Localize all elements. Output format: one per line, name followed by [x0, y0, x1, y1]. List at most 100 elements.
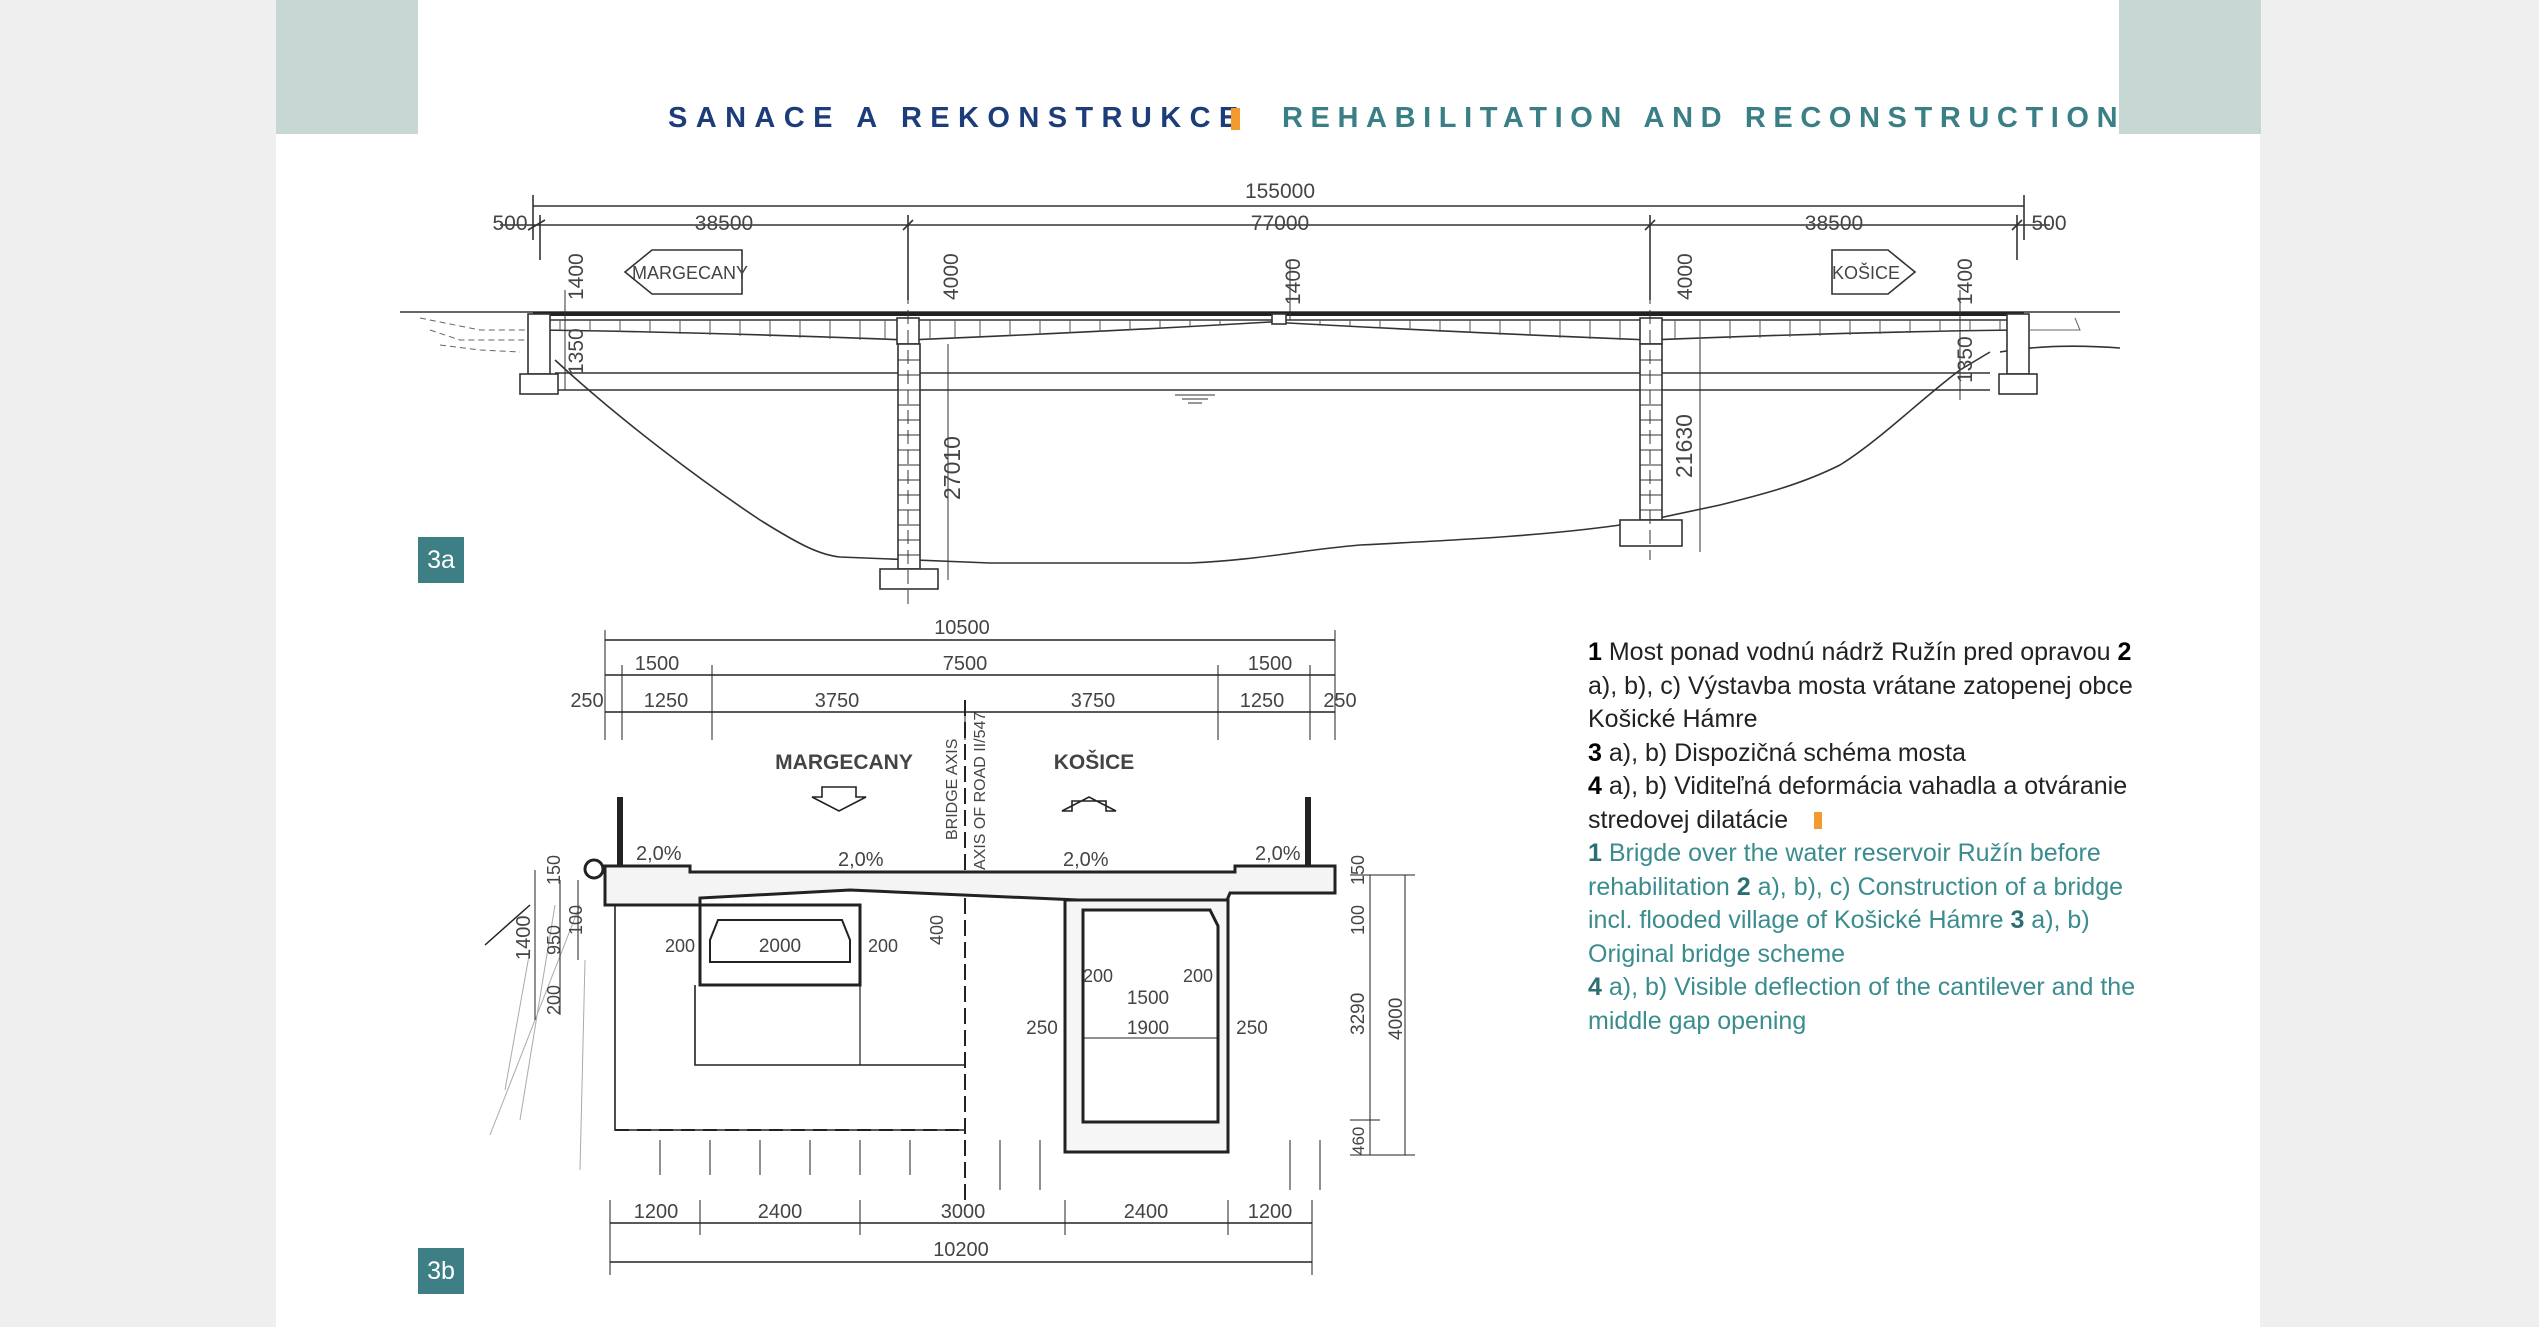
dim-pier-left-height: 27010 — [939, 436, 965, 500]
slope-1: 2,0% — [636, 843, 682, 865]
caption-en-text-1: Brigde over the water reservoir Ružín be… — [1588, 839, 2101, 901]
header-title-en: REHABILITATION AND RECONSTRUCTION — [1282, 102, 2126, 134]
dim-span-mid: 77000 — [1251, 212, 1309, 235]
caption-cz-text-3: a), b) Dispozičná schéma mosta — [1601, 738, 1966, 767]
figure-caption: 1 Most ponad vodnú nádrž Ružín pred opra… — [1588, 636, 2148, 1038]
dim-b-1250l: 1250 — [644, 690, 689, 712]
caption-cz: 1 Most ponad vodnú nádrž Ružín pred opra… — [1588, 636, 2148, 837]
dim-b-3290: 3290 — [1348, 993, 1369, 1035]
caption-separator — [1814, 811, 1823, 829]
dim-abut-left: 1400 — [565, 253, 588, 300]
dim-total: 155000 — [1245, 180, 1315, 203]
dim-b-150l: 150 — [544, 855, 564, 885]
slope-4: 2,0% — [1255, 843, 1301, 865]
dim-b-1500r: 1500 — [1248, 653, 1293, 675]
dim-b-4000: 4000 — [1386, 998, 1407, 1040]
dim-b-250l2: 250 — [1026, 1018, 1058, 1039]
dim-pier-left-top: 4000 — [940, 253, 963, 300]
slope-3: 2,0% — [1063, 849, 1109, 871]
dim-b-7500: 7500 — [943, 653, 988, 675]
caption-cz-num-1: 1 — [1588, 638, 1602, 666]
dim-pier-right-height: 21630 — [1671, 414, 1697, 478]
caption-en-text-4: a), b) Visible deflection of the cantile… — [1588, 973, 2136, 1035]
dim-b-200l: 200 — [544, 985, 564, 1015]
pier-right — [1639, 343, 1663, 521]
dim-b-1500l: 1500 — [635, 653, 680, 675]
dim-b-10200: 10200 — [933, 1239, 989, 1261]
dim-pier-right-top: 4000 — [1674, 253, 1697, 300]
dim-b-200c: 200 — [1083, 966, 1113, 986]
dim-b-1200l: 1200 — [634, 1201, 679, 1223]
arrow-kosice — [1831, 249, 1917, 295]
dim-span-left: 38500 — [695, 212, 753, 235]
caption-cz-num-2: 2 — [2117, 638, 2132, 666]
dim-b-250r2: 250 — [1236, 1018, 1268, 1039]
figure-badge-3b: 3b — [418, 1248, 464, 1294]
header-separator — [1231, 108, 1240, 130]
dim-b-200b: 200 — [868, 936, 898, 956]
dim-end-right: 500 — [2031, 212, 2066, 235]
label-bridge-axis: BRIDGE AXIS — [944, 739, 961, 840]
caption-cz-num-3: 3 — [1588, 738, 1602, 767]
dim-abut-left-lower: 1350 — [565, 328, 588, 375]
header-title-cz: SANACE A REKONSTRUKCE — [668, 102, 1247, 134]
caption-cz-text-4: a), b) Viditeľná deformácia vahadla a ot… — [1588, 772, 2128, 834]
dim-b-3000: 3000 — [941, 1201, 986, 1223]
dim-end-left: 500 — [492, 212, 527, 235]
dim-abut-right: 1400 — [1954, 258, 1977, 305]
dim-b-250l: 250 — [570, 690, 603, 712]
arrow-down-margecany — [811, 786, 867, 812]
caption-en-num-3: 3 — [2010, 906, 2025, 934]
dim-span-right: 38500 — [1805, 212, 1863, 235]
dim-b-150r: 150 — [1348, 855, 1368, 885]
figure-3b-cross-section — [484, 630, 1415, 1275]
dim-b-2400r: 2400 — [1124, 1201, 1169, 1223]
dim-b-460: 460 — [1349, 1127, 1368, 1155]
figure-3b-labels: 10500 1500 7500 1500 250 1250 3750 3750 … — [513, 617, 1407, 1261]
dim-b-1200r: 1200 — [1248, 1201, 1293, 1223]
caption-cz-text-1: Most ponad vodnú nádrž Ružín pred opravo… — [1601, 638, 2118, 666]
caption-en-num-1: 1 — [1588, 839, 1602, 867]
dim-b-3750l: 3750 — [815, 690, 860, 712]
dim-b-100r: 100 — [1348, 905, 1368, 935]
figure-3a-labels: 155000 500 38500 77000 38500 500 1400 13… — [492, 180, 2066, 500]
dim-b-950: 950 — [544, 925, 564, 955]
caption-cz-num-4: 4 — [1588, 772, 1602, 800]
label-road-axis: AXIS OF ROAD II/547 — [972, 712, 989, 870]
dim-b-1400: 1400 — [513, 916, 535, 961]
dim-b-250r: 250 — [1323, 690, 1356, 712]
deck-ribs — [559, 320, 2001, 340]
label-margecany: MARGECANY — [775, 751, 913, 774]
dim-b-1250r: 1250 — [1240, 690, 1285, 712]
dim-b-100l: 100 — [566, 905, 586, 935]
dim-b-1500: 1500 — [1127, 988, 1169, 1009]
dim-b-3750r: 3750 — [1071, 690, 1116, 712]
arrow-margecany — [623, 249, 743, 295]
dim-b-200d: 200 — [1183, 966, 1213, 986]
dim-b-2000: 2000 — [759, 936, 801, 957]
page-header: SANACE A REKONSTRUKCE REHABILITATION AND… — [0, 98, 2539, 138]
slope-2: 2,0% — [838, 849, 884, 871]
dim-abut-right-lower: 1350 — [1954, 336, 1977, 383]
corner-block-right — [2119, 0, 2261, 134]
corner-block-left — [276, 0, 418, 134]
arrow-up-kosice — [1061, 796, 1117, 812]
dim-b-1900: 1900 — [1127, 1018, 1169, 1039]
caption-en-text-2: a), b), c) Construction of a bridge incl… — [1588, 872, 2124, 935]
page — [276, 0, 2260, 1327]
caption-cz-text-2: a), b), c) Výstavba mosta vrátane zatope… — [1588, 671, 2133, 734]
caption-en-text-3: a), b) Original bridge scheme — [1588, 906, 2090, 968]
dim-midspan: 1400 — [1282, 258, 1305, 305]
dim-b-total: 10500 — [934, 617, 990, 639]
label-kosice: KOŠICE — [1054, 750, 1135, 774]
caption-en-num-2: 2 — [1736, 872, 1751, 901]
dim-b-200a: 200 — [665, 936, 695, 956]
dim-b-2400l: 2400 — [758, 1201, 803, 1223]
caption-en-num-4: 4 — [1588, 973, 1602, 1001]
caption-en: 1 Brigde over the water reservoir Ružín … — [1588, 837, 2148, 1038]
arrow-margecany-label: MARGECANY — [632, 263, 748, 283]
pier-left — [897, 343, 921, 570]
arrow-kosice-label: KOŠICE — [1832, 262, 1900, 283]
dim-b-400: 400 — [927, 915, 947, 945]
